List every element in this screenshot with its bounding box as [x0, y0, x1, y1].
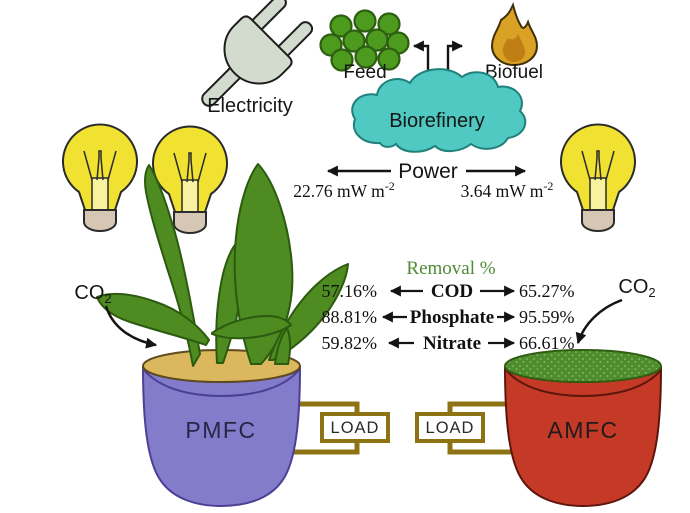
amfc-power-base: 3.64 mW m: [461, 181, 544, 201]
co2-subscript: 2: [648, 285, 655, 300]
co2-amfc: CO2: [575, 276, 656, 345]
power-label: Power: [398, 160, 458, 183]
load-box: [415, 412, 485, 443]
pot-rim: [505, 369, 662, 398]
pmfc-power-base: 22.76 mW m: [293, 181, 385, 201]
curved-arrow-icon: [104, 305, 158, 349]
removal-table: Removal % 57.16% COD 65.27% 88.81% Phosp…: [322, 258, 575, 354]
load-circuit-right: LOAD: [415, 401, 512, 455]
arrow-to-biofuel-icon: [446, 40, 464, 78]
flame-icon: [490, 1, 539, 67]
pmfc-removal-value: 57.16%: [322, 281, 378, 301]
plant-icon: [96, 163, 349, 367]
co2-base: CO: [618, 276, 648, 298]
amfc-power-value: 3.64 mW m-2: [461, 179, 554, 201]
pmfc-pot: [142, 349, 301, 508]
pmfc-removal-value: 88.81%: [322, 307, 378, 327]
power-plug-icon: [201, 0, 314, 107]
amfc-power-exponent: -2: [543, 179, 553, 193]
co2-pmfc: CO2: [74, 282, 158, 349]
light-bulb-icon-right: [560, 123, 636, 232]
amfc-removal-value: 95.59%: [519, 307, 575, 327]
arrow-to-feed-icon: [412, 40, 430, 78]
biorefinery-cloud: Biorefinery: [351, 68, 527, 153]
cloud-icon: [351, 68, 527, 153]
pmfc-removal-value: 59.82%: [322, 333, 378, 353]
amfc-label: AMFC: [547, 417, 618, 443]
load-label: LOAD: [426, 419, 475, 437]
parameter-label: Phosphate: [410, 307, 494, 328]
light-bulb-icon-left-2: [152, 125, 228, 234]
amfc-pot: [504, 349, 662, 508]
feed-dots-icon: [319, 9, 410, 72]
light-bulb-icon-left-1: [62, 123, 138, 232]
power-flow: Power 22.76 mW m-2 3.64 mW m-2: [293, 160, 553, 201]
algae-surface: [504, 349, 662, 383]
pmfc-label: PMFC: [185, 417, 256, 443]
feed-label: Feed: [343, 62, 386, 83]
co2-label: CO2: [618, 276, 655, 300]
pot-rim: [143, 369, 300, 398]
removal-title: Removal %: [406, 258, 495, 279]
load-label: LOAD: [331, 419, 380, 437]
pmfc-power-exponent: -2: [385, 179, 395, 193]
co2-subscript: 2: [104, 291, 111, 306]
parameter-label: Nitrate: [423, 333, 481, 354]
load-box: [320, 412, 390, 443]
load-circuit-left: LOAD: [292, 401, 390, 455]
biofuel-label: Biofuel: [485, 62, 543, 83]
pmfc-power-value: 22.76 mW m-2: [293, 179, 395, 201]
co2-base: CO: [74, 282, 104, 304]
electricity-label: Electricity: [207, 95, 293, 117]
biorefinery-label: Biorefinery: [389, 110, 485, 132]
co2-label: CO2: [74, 282, 111, 306]
amfc-removal-value: 65.27%: [519, 281, 575, 301]
amfc-removal-value: 66.61%: [519, 333, 575, 353]
parameter-label: COD: [431, 281, 473, 302]
curved-arrow-icon: [575, 298, 623, 345]
